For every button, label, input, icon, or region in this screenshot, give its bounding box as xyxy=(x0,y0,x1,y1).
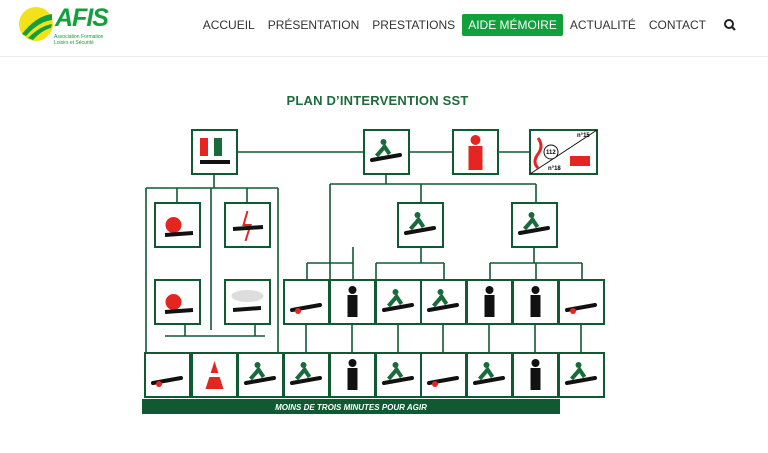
rescuer-icon xyxy=(522,216,540,231)
lying-person-icon xyxy=(565,376,597,385)
lying-person-icon xyxy=(370,153,402,162)
afis-logo[interactable]: AFIS Association Formation Loisirs et Sé… xyxy=(18,4,109,50)
step-box-victim xyxy=(363,129,410,175)
alert-caller-icon xyxy=(468,146,483,170)
gas-cloud-icon xyxy=(231,290,264,302)
protect-icon xyxy=(200,138,208,156)
step-box-electric xyxy=(224,202,271,248)
lying-person-icon xyxy=(290,376,322,385)
step-box-fire xyxy=(154,279,201,325)
standing-person-icon xyxy=(484,295,495,317)
logo-text: AFIS xyxy=(55,4,109,32)
rescuer-icon xyxy=(374,143,392,158)
footer-text: MOINS DE TROIS MINUTES POUR AGIR xyxy=(275,403,427,412)
rescuer-icon xyxy=(248,366,266,381)
step-box-standing xyxy=(329,352,376,398)
nav-prestations[interactable]: PRESTATIONS xyxy=(372,18,456,32)
step-box-victim xyxy=(397,202,444,248)
step-box-gas xyxy=(224,279,271,325)
step-box-help xyxy=(529,129,598,175)
step-box-victim xyxy=(511,202,558,248)
main-nav: ACCUEIL PRÉSENTATION PRESTATIONS AIDE MÉ… xyxy=(196,14,738,36)
europe-number-label: 112 xyxy=(546,150,556,156)
step-box-alert xyxy=(191,129,238,175)
footer-banner: MOINS DE TROIS MINUTES POUR AGIR xyxy=(142,399,560,414)
flow-connectors xyxy=(145,151,583,380)
rescuer-icon xyxy=(477,366,495,381)
step-box-victim xyxy=(420,279,467,325)
standing-person-icon xyxy=(347,368,358,390)
step-box-standing xyxy=(329,279,376,325)
step-box-standing xyxy=(466,279,513,325)
step-box-victim xyxy=(466,352,513,398)
site-header: AFIS Association Formation Loisirs et Sé… xyxy=(0,0,768,57)
logo-emblem-icon xyxy=(19,7,53,41)
logo-subtitle: Association Formation Loisirs et Sécurit… xyxy=(54,34,104,46)
standing-person-icon xyxy=(347,295,358,317)
step-box-standing xyxy=(512,352,559,398)
step-box-lying xyxy=(283,279,330,325)
step-box-victim xyxy=(237,352,284,398)
standing-person-icon xyxy=(530,295,541,317)
step-box-standing xyxy=(512,279,559,325)
nav-actualite[interactable]: ACTUALITÉ xyxy=(569,18,636,32)
fire-icon xyxy=(165,294,182,310)
lying-person-icon xyxy=(404,226,436,235)
nav-contact[interactable]: CONTACT xyxy=(648,18,706,32)
rescuer-icon xyxy=(431,293,449,308)
rescuer-icon xyxy=(569,366,587,381)
step-box-cone xyxy=(191,352,238,398)
nav-presentation[interactable]: PRÉSENTATION xyxy=(267,18,360,32)
samu-icon xyxy=(533,137,543,170)
step-box-fire xyxy=(154,202,201,248)
step-box-victim xyxy=(375,279,422,325)
lying-person-icon xyxy=(382,303,414,312)
step-box-lying xyxy=(558,279,605,325)
step-box-victim xyxy=(283,352,330,398)
search-icon[interactable] xyxy=(722,17,738,33)
samu-label: n°15 xyxy=(577,133,590,139)
intervention-flowchart: n°15 112 n°18 MOINS DE TROIS MINUTES POU… xyxy=(125,118,630,420)
nav-aide-memoire[interactable]: AIDE MÉMOIRE xyxy=(462,14,563,36)
step-box-victim xyxy=(375,352,422,398)
alert-labels: n°15 112 n°18 xyxy=(543,133,590,172)
pompiers-label: n°18 xyxy=(548,166,561,172)
lying-person-icon xyxy=(427,303,459,312)
flow-steps xyxy=(144,129,605,398)
fire-truck-icon xyxy=(570,156,590,166)
lying-person-icon xyxy=(244,376,276,385)
standing-person-icon xyxy=(530,368,541,390)
rescuer-icon xyxy=(294,366,312,381)
lying-person-icon xyxy=(382,376,414,385)
electric-hazard-icon xyxy=(242,210,252,242)
lying-person-icon xyxy=(518,226,550,235)
lying-person-icon xyxy=(473,376,505,385)
page-title: PLAN D’INTERVENTION SST xyxy=(286,93,469,108)
nav-accueil[interactable]: ACCUEIL xyxy=(202,18,255,32)
rescuer-icon xyxy=(386,293,404,308)
rescuer-icon xyxy=(408,216,426,231)
step-box-lying xyxy=(420,352,467,398)
rescuer-icon xyxy=(386,366,404,381)
step-box-victim xyxy=(558,352,605,398)
step-box-lying xyxy=(144,352,191,398)
fire-icon xyxy=(165,217,182,233)
step-box-call xyxy=(452,129,499,175)
